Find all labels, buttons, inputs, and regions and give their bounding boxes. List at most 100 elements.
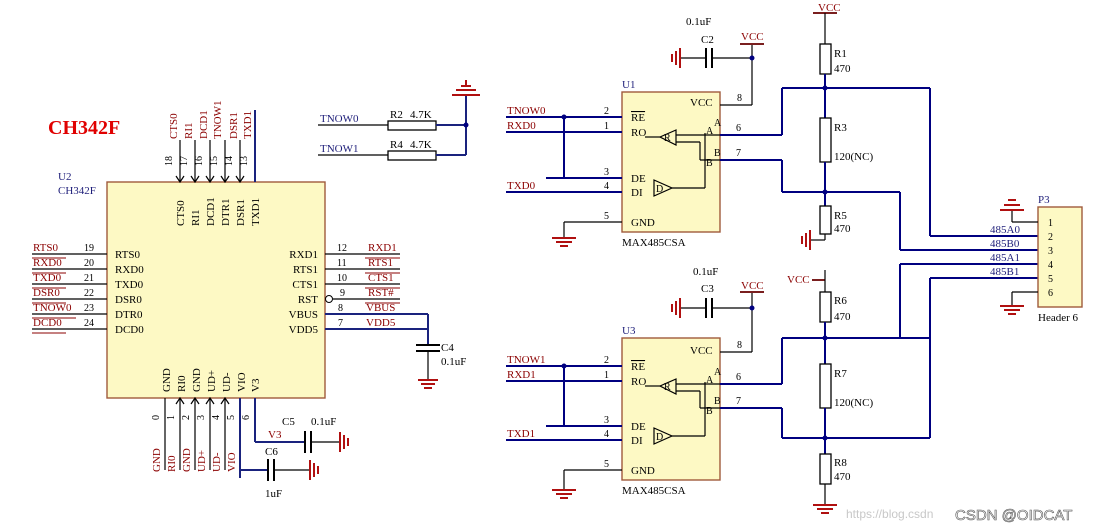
r6-value: 470 bbox=[834, 311, 851, 323]
u2-pin-rts0: RTS0 bbox=[115, 249, 141, 261]
page-title: CH342F bbox=[48, 117, 120, 139]
bias-network-top: VCC R1 470 R3 120(NC) R5 470 bbox=[781, 2, 930, 250]
u3-net-re: TNOW1 bbox=[507, 354, 546, 366]
u2-top-pins: CTS0 RI1 DCD1 TNOW1 DSR1 TXD1 18 17 16 1… bbox=[164, 101, 262, 227]
u2-net-22: DSR0 bbox=[33, 287, 60, 299]
p3-pinnum-4: 4 bbox=[1048, 260, 1053, 271]
u2-part: CH342F bbox=[58, 185, 96, 197]
u3-pin-ro: RO bbox=[631, 376, 646, 388]
p3-pinnum-1: 1 bbox=[1048, 218, 1053, 229]
u2-pin-udm: UD- bbox=[221, 372, 233, 392]
u3-pin-a: A bbox=[706, 375, 714, 386]
u3-body bbox=[621, 337, 721, 481]
c5-capacitor: V3 C5 0.1uF bbox=[255, 416, 349, 453]
u2-net-20: RXD0 bbox=[33, 257, 62, 269]
u2-right-pins: 12 11 10 9 8 7 RXD1 RTS1 CTS1 RST# VBUS … bbox=[289, 242, 428, 336]
u2-ref: U2 bbox=[58, 171, 71, 183]
u2-pinnum-8: 8 bbox=[338, 303, 343, 314]
u2-pinnum-17: 17 bbox=[179, 156, 190, 166]
c2-value: 0.1uF bbox=[686, 16, 711, 28]
u1-net-ro: RXD0 bbox=[507, 120, 536, 132]
u1-pin-di: DI bbox=[631, 187, 643, 199]
u3-pin-b: B bbox=[706, 406, 713, 417]
u2-pin-txd1: TXD1 bbox=[250, 198, 262, 226]
u1-pin-b: B bbox=[706, 158, 713, 169]
u2-pin-ri1: RI1 bbox=[190, 210, 202, 227]
u3-pinnum-6: 6 bbox=[736, 372, 741, 383]
u3-pinnum-5: 5 bbox=[604, 459, 609, 470]
u2-net-21: TXD0 bbox=[33, 272, 62, 284]
r5-ref: R5 bbox=[834, 210, 847, 222]
u1-pinnum-4: 4 bbox=[604, 181, 609, 192]
u2-pin-dcd1: DCD1 bbox=[205, 197, 217, 226]
u2-chip: U2 CH342F RTS0 RXD0 TXD0 DSR0 TNOW0 DCD0… bbox=[32, 101, 466, 500]
u2-pin-vio: VIO bbox=[236, 372, 248, 392]
watermark-faint: https://blog.csdn bbox=[846, 507, 933, 521]
u2-pinnum-3: 3 bbox=[196, 415, 207, 420]
u2-pinnum-19: 19 bbox=[84, 243, 94, 254]
u2-pin-rxd1: RXD1 bbox=[289, 249, 318, 261]
c4-capacitor: C4 0.1uF bbox=[416, 314, 466, 389]
u2-net-12: RXD1 bbox=[368, 242, 397, 254]
u2-pinnum-12: 12 bbox=[337, 243, 347, 254]
u2-pin-dcd0: DCD0 bbox=[115, 324, 144, 336]
c3-value: 0.1uF bbox=[693, 266, 718, 278]
u2-net-ri0: RI0 bbox=[166, 455, 178, 472]
c3-vcc-label: VCC bbox=[741, 280, 764, 292]
u2-pinnum-23: 23 bbox=[84, 303, 94, 314]
u3-part: MAX485CSA bbox=[622, 485, 686, 497]
u2-net-15: TNOW1 bbox=[212, 101, 224, 140]
c2-vcc-label: VCC bbox=[741, 31, 764, 43]
c6-ref: C6 bbox=[265, 446, 278, 458]
u2-pin-vbus: VBUS bbox=[289, 309, 318, 321]
bus-wires bbox=[899, 88, 1038, 438]
r8-value: 470 bbox=[834, 471, 851, 483]
c6-value: 1uF bbox=[265, 488, 282, 500]
bias-network-bottom: VCC R6 470 R7 120(NC) R8 470 bbox=[781, 270, 930, 514]
u1-pinnum-1: 1 bbox=[604, 121, 609, 132]
u2-pinnum-7: 7 bbox=[338, 318, 343, 329]
c6-capacitor: C6 1uF bbox=[240, 446, 319, 500]
u3-pin-de: DE bbox=[631, 421, 646, 433]
p3-net-1: 485A0 bbox=[990, 224, 1020, 236]
c5-net: V3 bbox=[268, 429, 282, 441]
u1-body bbox=[621, 91, 721, 233]
u2-pin-rst: RST bbox=[298, 294, 318, 306]
u2-pin-gnd2: GND bbox=[191, 368, 203, 392]
u2-left-pins: RTS0 RXD0 TXD0 DSR0 TNOW0 DCD0 19 20 21 … bbox=[32, 242, 144, 336]
u1-pinnum-2: 2 bbox=[604, 106, 609, 117]
r6-ref: R6 bbox=[834, 295, 847, 307]
u1-pinnum-8: 8 bbox=[737, 93, 742, 104]
u2-net-17: RI1 bbox=[183, 123, 195, 140]
u2-pinnum-4: 4 bbox=[211, 415, 222, 420]
u2-pinnum-6: 6 bbox=[241, 415, 252, 420]
u2-pinnum-20: 20 bbox=[84, 258, 94, 269]
r2-net: TNOW0 bbox=[320, 113, 359, 125]
u2-pinnum-13: 13 bbox=[239, 156, 250, 166]
u2-pinnum-10: 10 bbox=[337, 273, 347, 284]
u3-pinnum-1: 1 bbox=[604, 370, 609, 381]
u2-pin-udp: UD+ bbox=[206, 370, 218, 392]
p3-ref: P3 bbox=[1038, 194, 1050, 206]
u3-transceiver: U3 MAX485CSA TNOW1 RXD1 TXD1 2 1 3 4 5 R… bbox=[506, 325, 782, 499]
u1-part: MAX485CSA bbox=[622, 237, 686, 249]
u2-pin-dtr1: DTR1 bbox=[220, 199, 232, 227]
u2-bottom-pins: GND RI0 GND UD+ UD- VIO V3 0 1 2 3 4 5 6… bbox=[151, 368, 262, 478]
u1-pin-a: A bbox=[706, 126, 714, 137]
u2-pinnum-14: 14 bbox=[224, 156, 235, 166]
p3-net-3: 485A1 bbox=[990, 252, 1020, 264]
u2-net-udm: UD- bbox=[211, 452, 223, 472]
u2-net-19: RTS0 bbox=[33, 242, 59, 254]
watermark: https://blog.csdn CSDN @OIDCAT bbox=[846, 507, 1073, 525]
u2-net-udp: UD+ bbox=[196, 450, 208, 472]
r1-vcc-label: VCC bbox=[818, 2, 841, 14]
p3-part: Header 6 bbox=[1038, 312, 1079, 324]
u3-net-ro: RXD1 bbox=[507, 369, 536, 381]
c2-ref: C2 bbox=[701, 34, 714, 46]
c2-capacitor: VCC C2 0.1uF bbox=[671, 16, 764, 105]
u1-inner-a: A bbox=[714, 118, 722, 129]
u2-pin-txd0: TXD0 bbox=[115, 279, 144, 291]
c4-ref: C4 bbox=[441, 342, 454, 354]
u2-body bbox=[106, 181, 326, 399]
c4-value: 0.1uF bbox=[441, 356, 466, 368]
